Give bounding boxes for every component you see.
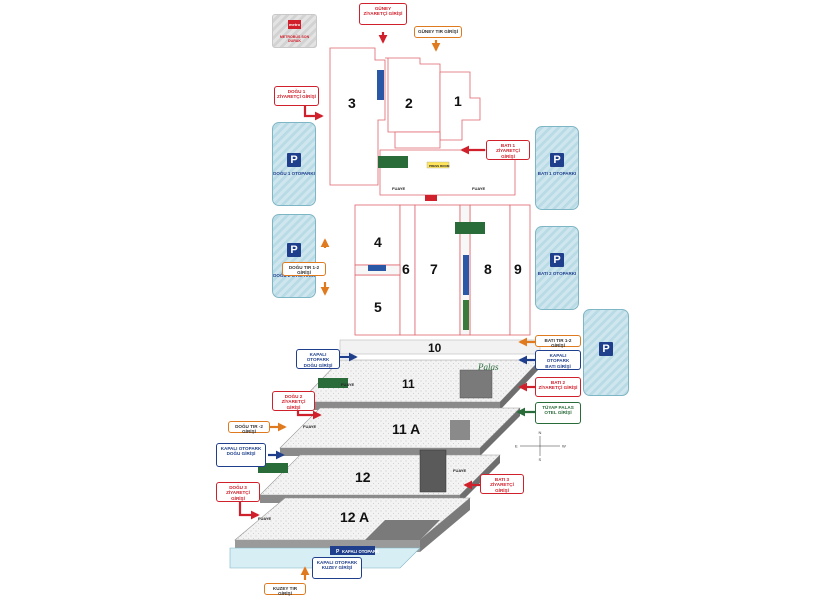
press-room-label: PRESS ROOM [429, 164, 450, 168]
hotel-script: Palas [477, 362, 499, 372]
floor-11a: 11 A [279, 407, 521, 456]
parking-dogu-1[interactable]: P DOĞU 1 OTOPARKI [272, 122, 316, 206]
parking-icon: P [550, 253, 564, 267]
compass-s: S [539, 457, 542, 462]
hall-10-label: 10 [428, 341, 442, 355]
callout-kapali-otopark-kuzey[interactable]: KAPALI OTOPARK KUZEY GİRİŞİ [312, 557, 362, 579]
hall-1-outline [439, 71, 481, 141]
parking-icon: P [287, 243, 301, 257]
p-symbol: P [336, 549, 340, 555]
upper-halls [329, 47, 516, 196]
middle-halls [354, 204, 531, 336]
callout-kapali-otopark-bati[interactable]: KAPALI OTOPARK BATI GİRİŞİ [535, 350, 581, 370]
connector-1 [394, 131, 441, 149]
hall-2-label: 2 [405, 95, 413, 111]
hall-5-outline [354, 274, 401, 336]
fuaye-label-2: FUAYE [472, 186, 486, 191]
hall-10-strip: 10 [339, 339, 541, 355]
callout-kapali-otopark-dogu-2[interactable]: KAPALI OTOPARK DOĞU GİRİŞİ [216, 443, 266, 467]
office-tags: PRESS ROOM FUAYE FUAYE FUAYE FUAYE FUAYE… [258, 156, 499, 521]
callout-dogu-tir-2[interactable]: DOĞU TIR -2 GİRİŞİ [228, 421, 270, 434]
compass-w: W [562, 444, 566, 449]
metro-stop-marker: metro METROBÜS SON DURAK [272, 14, 317, 48]
compass: N S E W [515, 430, 566, 462]
hall-12a-label: 12 A [340, 509, 369, 525]
fuaye-label-1: FUAYE [392, 186, 406, 191]
parking-dogu-1-label: DOĞU 1 OTOPARKI [273, 171, 315, 176]
hall-9-outline [509, 204, 531, 336]
fuaye-label-6: FUAYE [258, 516, 272, 521]
fuaye-label-4: FUAYE [303, 424, 317, 429]
callout-dogu-1-ziyaretci[interactable]: DOĞU 1 ZİYARETÇİ GİRİŞİ [274, 86, 319, 106]
hall-9-label: 9 [514, 261, 522, 277]
parking-dogu-2[interactable]: P DOĞU 2 OTOPARKI [272, 214, 316, 298]
compass-e: E [515, 444, 518, 449]
callout-bati-2-ziyaretci[interactable]: BATI 2 ZİYARETÇİ GİRİŞİ [535, 377, 581, 397]
callout-guney-tir[interactable]: GÜNEY TIR GİRİŞİ [414, 26, 462, 38]
fuaye-label-5: FUAYE [453, 468, 467, 473]
parking-hotel[interactable]: P [583, 309, 629, 396]
hall-11a-label: 11 A [392, 421, 420, 437]
callout-tuyap-palas[interactable]: TÜYAP PALAS OTEL GİRİŞİ [535, 402, 581, 424]
hall-12-label: 12 [355, 469, 371, 485]
callout-dogu-3-ziyaretci[interactable]: DOĞU 3 ZİYARETÇİ GİRİŞİ [216, 482, 260, 502]
callout-dogu-tir-12[interactable]: DOĞU TIR 1-2 GİRİŞİ [282, 262, 326, 276]
callout-dogu-2-ziyaretci[interactable]: DOĞU 2 ZİYARETÇİ GİRİŞİ [272, 391, 315, 411]
compass-n: N [539, 430, 542, 435]
parking-bati-1-label: BATI 1 OTOPARKI [537, 171, 577, 176]
hall-4-label: 4 [374, 234, 382, 250]
callout-kapali-otopark-dogu-1[interactable]: KAPALI OTOPARK DOĞU GİRİŞİ [296, 349, 340, 369]
callout-guney-ziyaretci[interactable]: GÜNEY ZİYARETÇİ GİRİŞİ [359, 3, 407, 25]
service-strips [368, 70, 469, 330]
hall-6-label: 6 [402, 261, 410, 277]
floor-12: 12 [258, 449, 501, 503]
callout-kuzey-tir[interactable]: KUZEY TIR GİRİŞİ [264, 583, 306, 596]
metro-icon: metro [288, 20, 301, 29]
parking-icon: P [599, 342, 613, 356]
parking-bati-2-label: BATI 2 OTOPARKI [537, 271, 577, 276]
hall-8-label: 8 [484, 261, 492, 277]
closed-parking-label: KAPALI OTOPARK [342, 549, 379, 554]
parking-icon: P [550, 153, 564, 167]
floor-11: 11 [299, 359, 541, 410]
callout-bati-3-ziyaretci[interactable]: BATI 3 ZİYARETÇİ GİRİŞİ [480, 474, 524, 494]
callout-bati-tir-12[interactable]: BATI TIR 1-2 GİRİŞİ [535, 335, 581, 348]
parking-bati-2[interactable]: P BATI 2 OTOPARKI [535, 226, 579, 310]
fuaye-label-3: FUAYE [341, 382, 355, 387]
hall-3-outline [329, 47, 386, 186]
hall-3-label: 3 [348, 95, 356, 111]
callout-bati-1-ziyaretci[interactable]: BATI 1 ZİYARETÇİ GİRİŞİ [486, 140, 530, 160]
hall-7-label: 7 [430, 261, 438, 277]
metro-stop-label: METROBÜS SON DURAK [279, 35, 310, 43]
floor-12a: 12 A [234, 497, 471, 552]
hall-1-label: 1 [454, 93, 462, 109]
parking-icon: P [287, 153, 301, 167]
parking-bati-1[interactable]: P BATI 1 OTOPARKI [535, 126, 579, 210]
hall-11-label: 11 [402, 377, 415, 391]
hall-numbers: 1 2 3 4 5 6 7 8 9 [348, 93, 522, 315]
hall-5-label: 5 [374, 299, 382, 315]
